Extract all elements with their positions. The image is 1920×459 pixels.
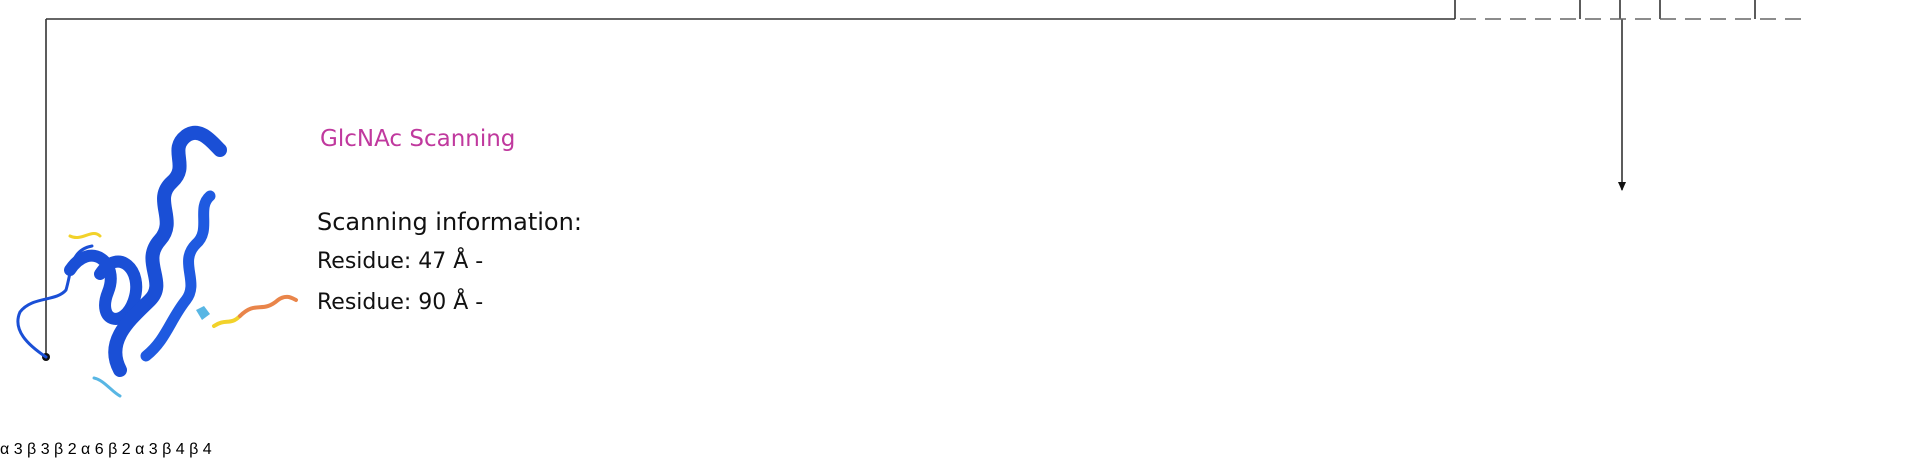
residue-90-label: Residue: 90 Å - — [317, 290, 484, 315]
glcnac-scanning-diagram: α 3 β 3 β 2 α 6 β 2 α 3 β 4 β 4 — [0, 0, 1810, 458]
arrow-residue-47: α 3 β 3 β 2 α 6 β 2 α 3 β 4 β 4 — [0, 126, 582, 458]
linkage-label: α 3 — [135, 441, 158, 458]
linkage-label: β 2 — [54, 441, 77, 458]
residue-47-label: Residue: 47 Å - — [317, 249, 484, 274]
linkage-label: β 2 — [108, 441, 131, 458]
arrow-residue-90: α 3 β 3 β 2 α 6 β 2 α 3 β 4 β 4 — [0, 126, 582, 458]
linkage-label: α 6 — [81, 441, 104, 458]
linkage-label: β 3 — [27, 441, 50, 458]
linkage-label: α 3 — [0, 441, 23, 458]
arrow-to-glycans: α 3 β 3 β 2 α 6 β 2 α 3 β 4 β 4 — [0, 126, 582, 458]
protein-structure-1 — [16, 125, 298, 398]
scanning-info-heading: Scanning information: — [317, 208, 582, 236]
glcnac-scanning-title: GlcNAc Scanning — [320, 126, 516, 152]
linkage-labels: α 3 β 3 β 2 α 6 β 2 α 3 β 4 β 4 — [0, 441, 212, 458]
linkage-label: β 4 — [162, 441, 185, 458]
linkage-label: β 4 — [189, 441, 212, 458]
arrow-to-scanned: α 3 β 3 β 2 α 6 β 2 α 3 β 4 β 4 — [0, 126, 582, 458]
top-connector-lines — [45, 0, 1756, 358]
